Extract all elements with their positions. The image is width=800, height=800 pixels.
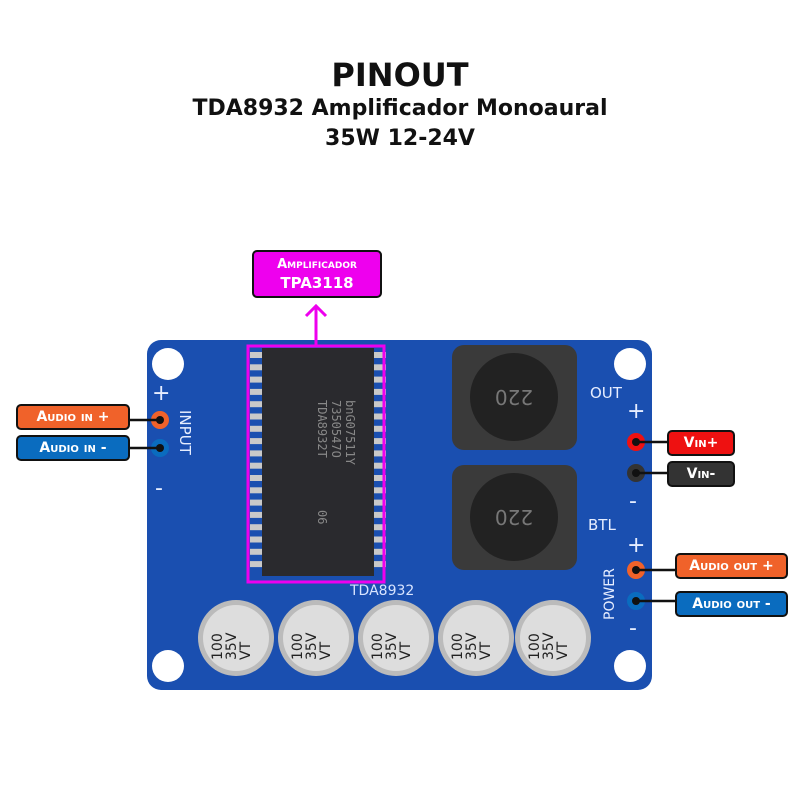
capacitor: 10035VVT [278,600,354,676]
chip-pin [250,388,262,395]
callout-audio-in-minus: Audio in - [16,435,130,461]
chip-silkscreen: TDA8932 [349,583,414,599]
callout-vin-plus: Vin+ [667,430,735,456]
capacitor: 10035VVT [515,600,591,676]
chip-pin [250,352,262,358]
chip-pin [250,487,262,494]
chip-pin [374,364,386,371]
chip-text-1: TDA8932T [315,400,329,458]
subtitle-line2: 35W 12-24V [325,126,475,151]
svg-text:10035VVT: 10035VVT [290,632,334,660]
chip-pin [250,511,262,518]
chip-pin [374,487,386,494]
callout-audio-out-plus: Audio out + [675,553,788,579]
chip-pin [250,364,262,371]
chip-pin [250,524,262,531]
amp-label-line1: Amplificador [277,257,357,272]
chip-pin [250,536,262,543]
chip-pin [250,425,262,432]
chip-pin [374,376,386,383]
svg-text:-: - [155,476,163,501]
chip-pin [374,511,386,518]
chip-text-4: 06 [315,510,329,524]
input-silkscreen: INPUT [176,410,194,456]
inductor-bottom: 220 [452,465,577,570]
chip-pin [374,561,386,568]
chip-pin [250,401,262,408]
btl-silkscreen: BTL [588,516,616,534]
chip-pin [250,499,262,506]
chip-pin [374,425,386,432]
chip-pin [250,462,262,469]
svg-text:220: 220 [495,385,533,409]
amp-label-line2: TPA3118 [280,274,354,292]
svg-text:-: - [629,616,637,641]
svg-text:+: + [627,399,645,424]
chip-pin [250,548,262,555]
chip-pin [374,401,386,408]
chip-pin [374,499,386,506]
callout-audio-in-plus: Audio in + [16,404,130,430]
inductor-top: 220 [452,345,577,450]
chip-pin [374,462,386,469]
capacitor: 10035VVT [198,600,274,676]
chip-pins [250,352,386,568]
chip-pin [250,413,262,420]
capacitor: 10035VVT [358,600,434,676]
chip-pin [374,438,386,445]
chip-text-3: bnG07511Y [343,400,357,466]
chip-pin [374,524,386,531]
svg-text:10035VVT: 10035VVT [370,632,414,660]
amplifier-chip [262,348,374,576]
svg-text:10035VVT: 10035VVT [210,632,254,660]
callout-audio-out-minus: Audio out - [675,591,788,617]
chip-pin [374,548,386,555]
svg-text:10035VVT: 10035VVT [450,632,494,660]
chip-pin [250,475,262,481]
capacitor: 10035VVT [438,600,514,676]
chip-pin [374,388,386,395]
out-silkscreen: OUT [590,384,623,402]
chip-pin [374,352,386,358]
callout-vin-minus: Vin- [667,461,735,487]
svg-text:+: + [152,381,170,406]
power-silkscreen: POWER [602,568,618,620]
chip-pin [374,536,386,543]
mounting-holes [152,348,646,682]
chip-pin [250,561,262,568]
chip-pin [374,475,386,481]
chip-pin [250,376,262,383]
svg-text:-: - [629,489,637,514]
chip-pin [374,450,386,457]
arrow-up-icon [304,303,328,318]
chip-pin [374,413,386,420]
chip-pin [250,438,262,445]
subtitle-line1: TDA8932 Amplificador Monoaural [192,96,608,121]
svg-text:10035VVT: 10035VVT [527,632,571,660]
chip-text-2: 7350547O [329,400,343,458]
svg-text:+: + [627,533,645,558]
capacitors: 10035VVT 10035VVT 10035VVT 10035VVT 10035VVT [198,600,591,676]
page-title: PINOUT [331,56,469,94]
svg-text:220: 220 [495,505,533,529]
chip-pin [250,450,262,457]
callout-amplifier: Amplificador TPA3118 [252,250,382,298]
